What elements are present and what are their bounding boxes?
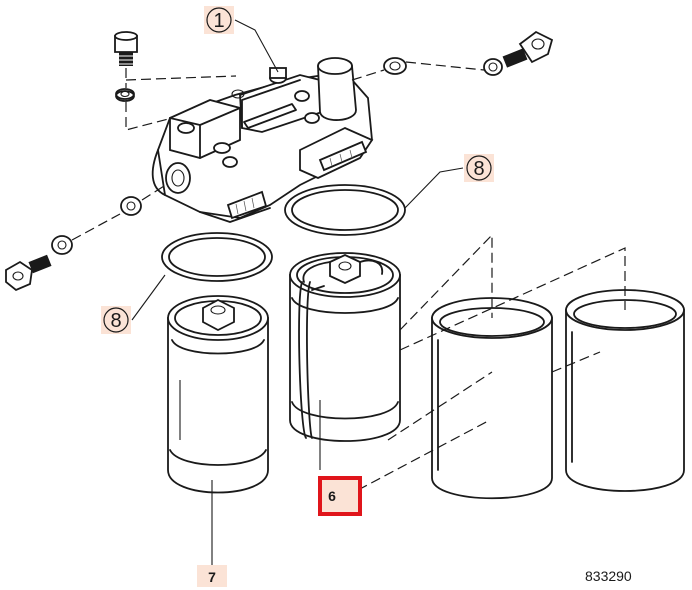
- leader-gasket-left: [131, 274, 166, 321]
- svg-text:1: 1: [213, 10, 224, 32]
- right-washer: [383, 57, 407, 75]
- callout-element-left: 7: [197, 565, 227, 587]
- top-bolt: [114, 31, 138, 102]
- right-bolt-guide-line: [351, 61, 485, 81]
- bowl-middle: [431, 297, 553, 500]
- left-banjo-bolt: [5, 235, 73, 292]
- callout-head: 1: [204, 6, 234, 34]
- right-banjo-bolt: [483, 30, 554, 76]
- callout-element-center: 6: [318, 476, 362, 516]
- filter-head: [151, 57, 374, 223]
- callout-gasket-right: 8: [464, 154, 494, 182]
- left-washer: [120, 196, 142, 216]
- svg-text:6: 6: [328, 488, 336, 504]
- gasket-left: [161, 232, 273, 282]
- top-bolt-guide-line: [125, 68, 237, 131]
- bowl-right: [565, 289, 685, 492]
- filter-element-left: [167, 295, 269, 494]
- svg-text:8: 8: [110, 310, 121, 332]
- filter-element-center: [289, 252, 401, 470]
- leader-gasket-right: [404, 167, 464, 209]
- callout-gasket-left: 8: [101, 306, 131, 334]
- left-bolt-guide-line: [71, 185, 165, 241]
- svg-text:7: 7: [208, 569, 216, 585]
- bowl-guide-lines: [357, 233, 626, 491]
- drawing-number: 833290: [585, 568, 632, 584]
- gasket-right: [284, 184, 406, 236]
- leader-head: [234, 19, 279, 73]
- svg-text:8: 8: [473, 158, 484, 180]
